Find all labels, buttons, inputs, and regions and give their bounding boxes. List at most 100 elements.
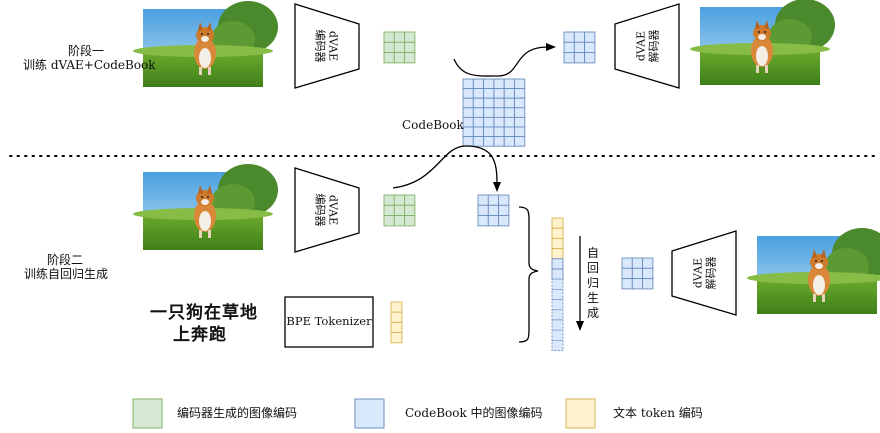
image-token-cell <box>551 278 564 290</box>
code-cell <box>383 31 395 43</box>
dvae-encoder-label: 编码器 <box>314 194 328 227</box>
code-cell <box>584 52 596 64</box>
encoder-code-grid-stage2 <box>383 194 416 227</box>
image-token-cell <box>551 268 564 280</box>
token-cell <box>390 321 403 334</box>
dvae-decoder-label: 解码器 <box>647 30 661 63</box>
code-cell <box>563 31 575 43</box>
codebook-cell <box>462 136 474 147</box>
quantize-arrow-stage2 <box>392 145 498 189</box>
code-cell <box>393 215 406 227</box>
output-dog-photo-stage1 <box>690 0 835 85</box>
codebook-cell <box>472 126 485 138</box>
code-cell <box>383 194 395 206</box>
bpe-tokenizer-box <box>284 296 374 348</box>
code-cell <box>584 31 596 43</box>
encoder-code-grid-stage1 <box>383 31 416 64</box>
code-cell <box>383 215 395 227</box>
codebook-cell <box>493 126 505 138</box>
stage2-label-line2: 训练自回归生成 <box>24 267 109 281</box>
text-token-column <box>390 301 403 344</box>
stage1-label-line2: 训练 dVAE+CodeBook <box>23 58 156 72</box>
code-cell <box>393 52 406 64</box>
code-cell <box>393 41 406 54</box>
codebook-cell <box>503 107 515 118</box>
code-cell <box>383 41 395 54</box>
image-token-cell <box>551 258 564 270</box>
dvae-encoder-label: 编码器 <box>314 30 328 63</box>
output-dog-photo-stage2 <box>747 228 880 314</box>
dvae-encoder-label: dVAE <box>327 195 340 225</box>
codebook-cell <box>514 88 526 99</box>
bpe-tokenizer-label: BPE Tokenizer <box>286 314 372 328</box>
codebook-cell <box>503 116 515 128</box>
codebook-cell <box>514 126 526 138</box>
code-cell <box>642 267 654 280</box>
codebook-cell <box>503 97 515 109</box>
dvae-encoder-label: dVAE <box>327 31 340 61</box>
legend-swatch-green <box>132 398 163 429</box>
codebook-cell <box>503 88 515 99</box>
code-cell <box>477 194 489 206</box>
code-cell <box>404 52 416 64</box>
code-cell <box>383 204 395 217</box>
image-token-cell <box>551 299 564 311</box>
code-cell <box>393 204 406 217</box>
codebook-cell <box>483 107 495 118</box>
codebook-cell <box>472 88 485 99</box>
code-cell <box>563 52 575 64</box>
decoder-input-grid-stage2 <box>621 257 654 290</box>
codebook-label: CodeBook <box>402 118 464 132</box>
stage1-label-line1: 阶段一 <box>67 44 104 58</box>
combined-token-sequence <box>551 217 564 352</box>
code-cell <box>498 194 510 206</box>
codebook-cell <box>462 97 474 109</box>
stage2-label-line1: 阶段二 <box>46 253 83 267</box>
legend-label-green: 编码器生成的图像编码 <box>177 406 298 420</box>
dvae-encoder-stage2 <box>294 167 360 253</box>
code-cell <box>404 204 416 217</box>
code-cell <box>584 41 596 54</box>
codebook-cell <box>472 136 485 147</box>
code-cell <box>487 204 500 217</box>
quantize-arrow-stage1 <box>453 46 549 77</box>
codebook-cell <box>493 116 505 128</box>
code-cell <box>477 215 489 227</box>
text-prompt-line2: 上奔跑 <box>173 325 227 345</box>
codebook-cell <box>472 107 485 118</box>
image-token-cell <box>551 319 564 331</box>
codebook-cell <box>493 78 505 90</box>
codebook-cell <box>503 126 515 138</box>
code-cell <box>642 257 654 269</box>
codebook-cell <box>462 126 474 138</box>
codebook-cell <box>462 88 474 99</box>
code-cell <box>393 194 406 206</box>
codebook-cell <box>514 78 526 90</box>
code-cell <box>621 278 633 290</box>
legend-swatch-yellow <box>565 398 596 429</box>
code-cell <box>404 194 416 206</box>
code-cell <box>573 41 586 54</box>
sequence-bracket <box>518 206 539 343</box>
codebook-cell <box>493 97 505 109</box>
code-cell <box>487 194 500 206</box>
legend-swatch-blue <box>354 398 385 429</box>
code-cell <box>498 204 510 217</box>
codebook-cell <box>483 126 495 138</box>
codebook-cell <box>514 116 526 128</box>
code-cell <box>621 257 633 269</box>
legend-label-blue: CodeBook 中的图像编码 <box>405 406 543 420</box>
code-cell <box>642 278 654 290</box>
dvae-decoder-label: dVAE <box>635 31 648 61</box>
image-token-cell <box>551 329 564 341</box>
code-cell <box>631 257 644 269</box>
legend-label-yellow: 文本 token 编码 <box>613 406 703 420</box>
codebook-cell <box>514 107 526 118</box>
text-prompt-line1: 一只狗在草地 <box>150 303 258 323</box>
code-cell <box>393 31 406 43</box>
autoregressive-label: 自 回 归 生 成 <box>587 246 600 320</box>
token-cell <box>390 311 403 323</box>
dvae-decoder-label: dVAE <box>692 258 705 288</box>
